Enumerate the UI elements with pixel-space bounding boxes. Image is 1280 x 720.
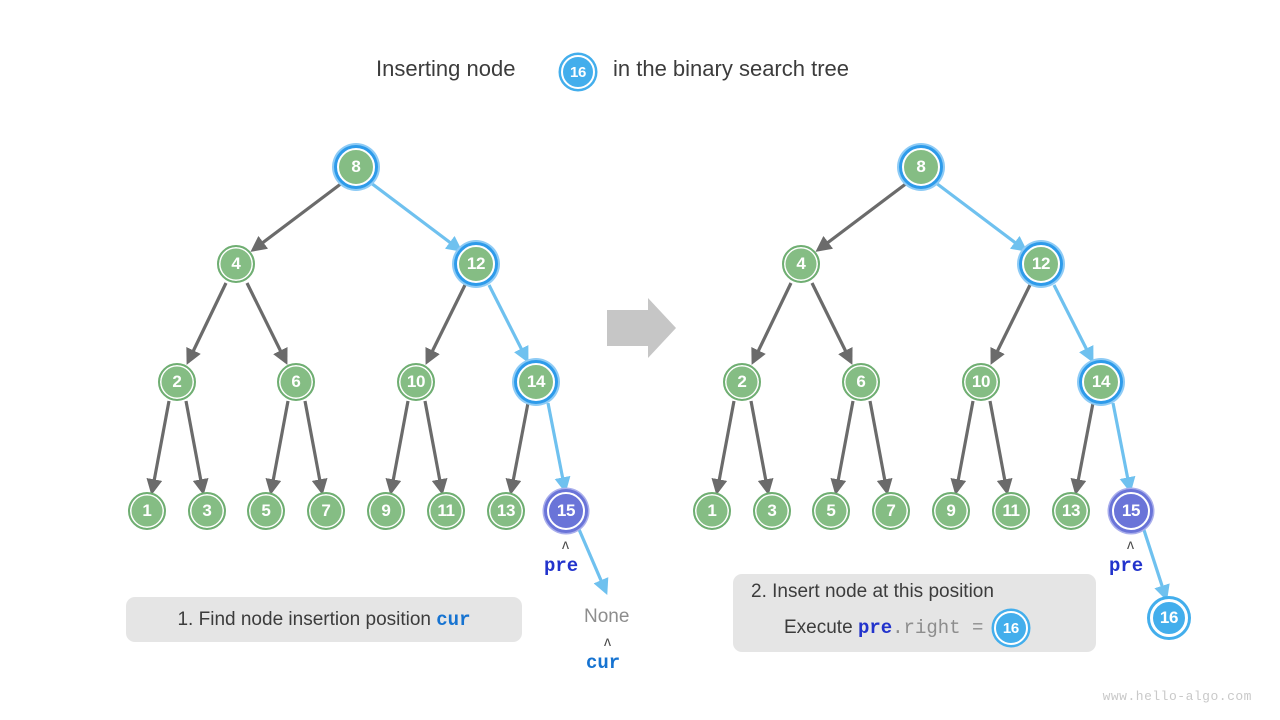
cur-pointer-label: cur <box>586 652 621 674</box>
caption-step-2-text: Insert node at this position <box>772 581 994 602</box>
tree-node[interactable]: 7 <box>307 492 345 530</box>
tree-node[interactable]: 12 <box>1022 245 1060 283</box>
node-value: 7 <box>321 501 331 520</box>
tree-node[interactable]: 2 <box>158 363 196 401</box>
tree-node[interactable]: 1 <box>128 492 166 530</box>
pre-pointer-label: pre <box>544 555 579 577</box>
tree-node[interactable]: 11 <box>427 492 465 530</box>
tree-node[interactable]: 9 <box>932 492 970 530</box>
tree-node-pre[interactable]: 15 <box>1112 492 1150 530</box>
tree-node[interactable]: 12 <box>457 245 495 283</box>
node-value: 5 <box>826 501 836 520</box>
right-tree-edges <box>711 181 1170 602</box>
node-value: 7 <box>886 501 896 520</box>
node-value: 14 <box>526 372 546 391</box>
node-value: 1 <box>142 501 152 520</box>
tree-node[interactable]: 14 <box>517 363 555 401</box>
caption-step-1-var: cur <box>436 608 471 631</box>
node-value: 9 <box>946 501 956 520</box>
cur-caret-icon: ʌ <box>604 633 611 649</box>
node-value: 4 <box>231 254 241 273</box>
node-value: 2 <box>172 372 182 391</box>
node-value: 10 <box>971 372 991 391</box>
tree-node[interactable]: 11 <box>992 492 1030 530</box>
tree-node[interactable]: 10 <box>962 363 1000 401</box>
tree-node[interactable]: 14 <box>1082 363 1120 401</box>
node-value: 13 <box>1061 501 1081 520</box>
tree-node[interactable]: 4 <box>782 245 820 283</box>
caption-step-1-text: Find node insertion position <box>198 608 431 630</box>
page-title-before: Inserting node <box>376 56 516 81</box>
pre-caret-icon: ʌ <box>1127 536 1134 552</box>
caption-step-2-line2: Execute pre .right = 16 <box>751 611 1078 645</box>
node-value: 11 <box>437 501 455 520</box>
node-value: 13 <box>496 501 516 520</box>
step-arrow-icon <box>607 298 676 358</box>
caption-step-2-number: 2. <box>751 581 767 602</box>
tree-node-inserted[interactable]: 16 <box>1150 599 1188 637</box>
node-value: 11 <box>1002 501 1020 520</box>
tree-node[interactable]: 6 <box>842 363 880 401</box>
tree-node[interactable]: 6 <box>277 363 315 401</box>
pre-caret-icon: ʌ <box>562 536 569 552</box>
tree-node[interactable]: 1 <box>693 492 731 530</box>
tree-node[interactable]: 7 <box>872 492 910 530</box>
tree-node[interactable]: 13 <box>1052 492 1090 530</box>
node-value: 14 <box>1091 372 1111 391</box>
caption-execute-label: Execute <box>784 617 853 638</box>
node-value: 9 <box>381 501 391 520</box>
caption-insert-node-value: 16 <box>1002 619 1019 637</box>
caption-step-1-number: 1. <box>177 608 194 630</box>
pre-pointer-label: pre <box>1109 555 1144 577</box>
tree-node[interactable]: 2 <box>723 363 761 401</box>
watermark: www.hello-algo.com <box>1102 689 1252 704</box>
tree-node[interactable]: 4 <box>217 245 255 283</box>
node-value: 15 <box>1121 501 1141 520</box>
tree-node[interactable]: 5 <box>812 492 850 530</box>
node-value: 6 <box>856 372 866 391</box>
node-value: 8 <box>351 157 361 176</box>
node-value: 4 <box>796 254 806 273</box>
node-value: 12 <box>1031 254 1051 273</box>
left-tree-edges <box>146 181 609 595</box>
caption-pre-var: pre <box>857 617 893 639</box>
tree-node[interactable]: 8 <box>902 148 940 186</box>
caption-step-2: 2. Insert node at this position Execute … <box>733 574 1096 652</box>
tree-node[interactable]: 3 <box>753 492 791 530</box>
node-value: 10 <box>406 372 426 391</box>
tree-node[interactable]: 13 <box>487 492 525 530</box>
caption-step-1: 1. Find node insertion position cur <box>126 597 522 642</box>
node-value: 8 <box>916 157 926 176</box>
none-text: None <box>584 606 630 627</box>
caption-step-2-line1: 2. Insert node at this position <box>751 581 1078 603</box>
caption-right-attr: .right = <box>892 617 984 639</box>
node-value: 3 <box>767 501 777 520</box>
page-title-after: in the binary search tree <box>613 56 850 81</box>
caption-insert-node: 16 <box>993 611 1028 645</box>
tree-node[interactable]: 9 <box>367 492 405 530</box>
node-value: 1 <box>707 501 717 520</box>
node-value: 12 <box>466 254 486 273</box>
node-value: 5 <box>261 501 271 520</box>
node-value: 15 <box>556 501 576 520</box>
node-value: 16 <box>1159 608 1179 627</box>
tree-node[interactable]: 8 <box>337 148 375 186</box>
node-value: 6 <box>291 372 301 391</box>
tree-node[interactable]: 3 <box>188 492 226 530</box>
node-value: 2 <box>737 372 747 391</box>
tree-node[interactable]: 5 <box>247 492 285 530</box>
tree-node[interactable]: 10 <box>397 363 435 401</box>
tree-node-pre[interactable]: 15 <box>547 492 585 530</box>
node-value: 3 <box>202 501 212 520</box>
title-insert-node: 16 <box>561 55 595 89</box>
title-insert-node-value: 16 <box>569 63 587 81</box>
